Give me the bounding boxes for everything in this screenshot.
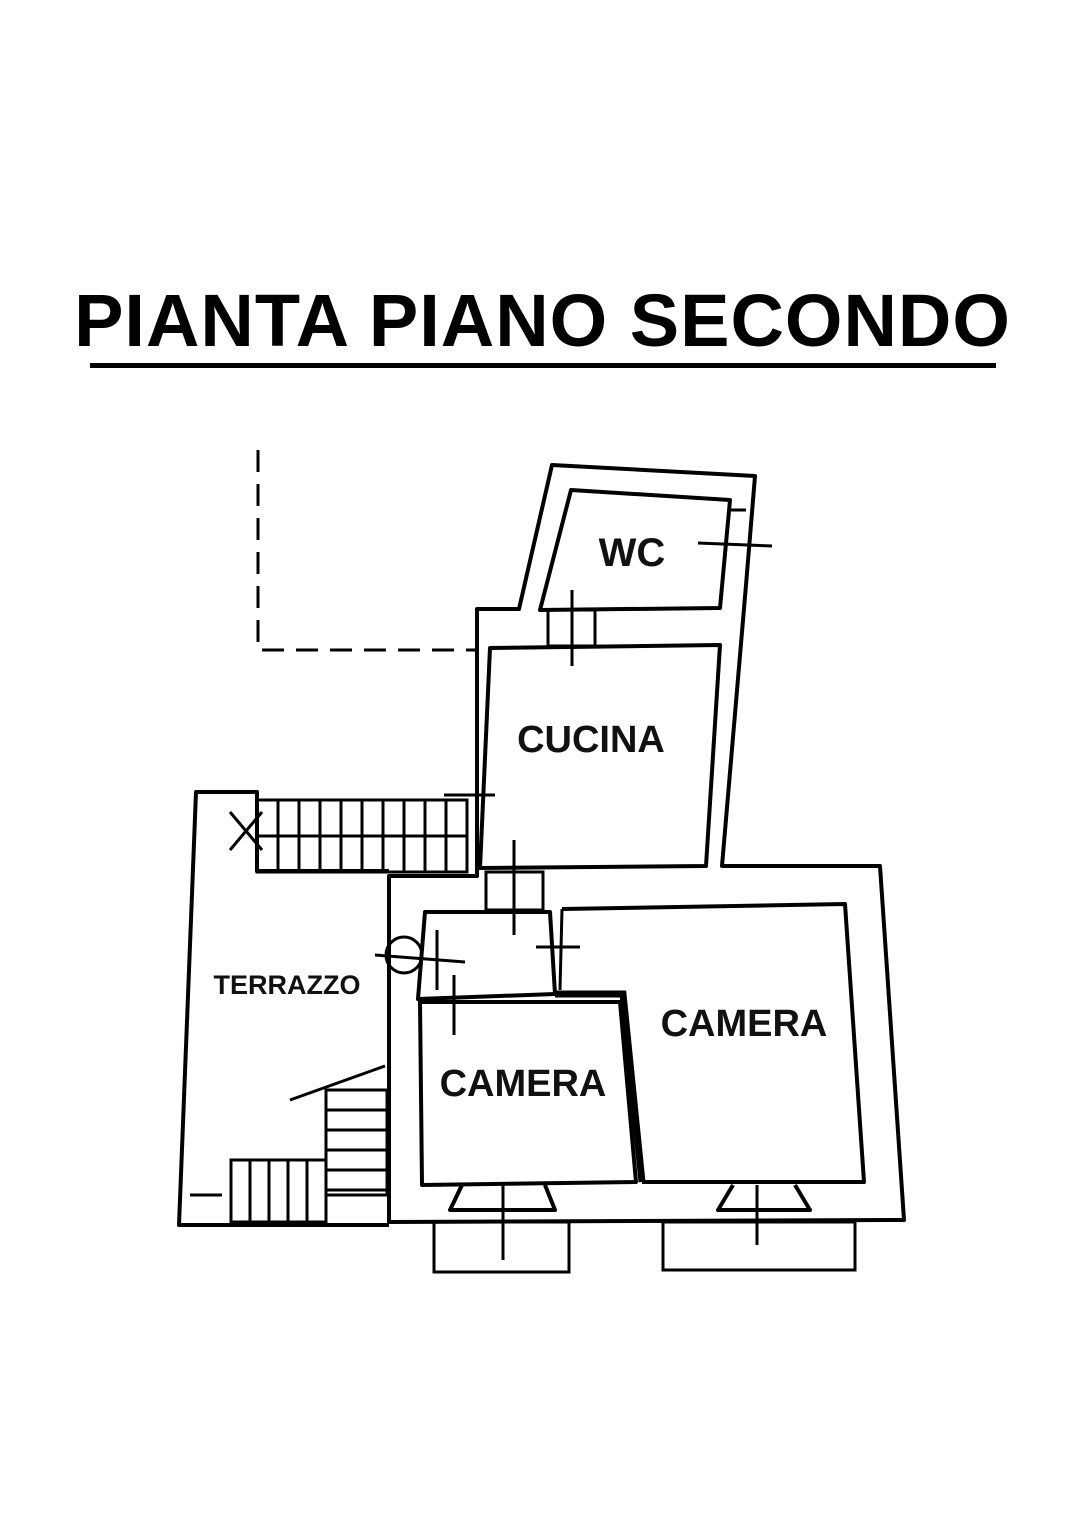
room-label-terrace: TERRAZZO bbox=[214, 970, 361, 1000]
stairs-upper bbox=[255, 798, 469, 874]
room-label-kitchen: CUCINA bbox=[517, 719, 665, 761]
room-label-bedroom-left: CAMERA bbox=[440, 1063, 607, 1105]
page-title: PIANTA PIANO SECONDO bbox=[74, 279, 1011, 362]
room-label-bedroom-right: CAMERA bbox=[661, 1003, 828, 1045]
stair-roof-mark bbox=[289, 1064, 386, 1102]
stairs-lower bbox=[229, 1088, 389, 1224]
dashed-boundary-line bbox=[256, 450, 477, 652]
bedroom-partition-wall bbox=[555, 990, 646, 1183]
balcony-right bbox=[661, 1220, 857, 1272]
wc-room bbox=[538, 488, 732, 612]
bedroom-left-room bbox=[418, 1000, 638, 1187]
window-mark bbox=[697, 541, 773, 548]
room-label-wc: WC bbox=[599, 531, 666, 575]
outer-wall bbox=[387, 463, 906, 1224]
wall bbox=[558, 908, 564, 991]
window-right bbox=[716, 1183, 812, 1212]
bedroom-right-room bbox=[561, 902, 866, 1184]
title-underline bbox=[90, 363, 996, 368]
hall bbox=[416, 910, 557, 1001]
opening-mark bbox=[374, 953, 466, 964]
stair-arrow-mark bbox=[228, 811, 264, 851]
